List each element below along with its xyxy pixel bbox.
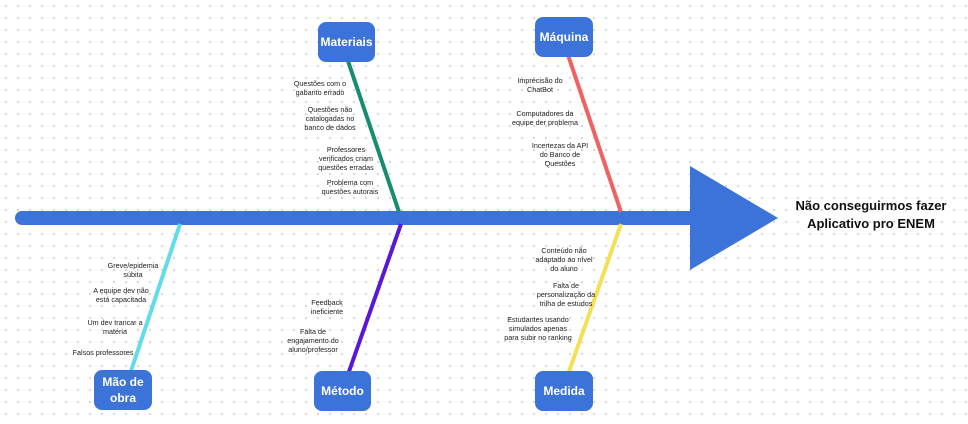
category-box-mao-de-obra[interactable]: Mão de obra <box>94 370 152 410</box>
category-box-metodo[interactable]: Método <box>314 371 371 411</box>
category-box-materiais[interactable]: Materiais <box>318 22 375 62</box>
cause-mao-de-obra-1: Greve/epidemia súbita <box>107 261 159 279</box>
cause-medida-2: Falta de personalização da trilha de est… <box>536 281 596 308</box>
cause-materiais-4: Problema com questões autorais <box>321 178 379 196</box>
bone-materiais <box>345 57 401 213</box>
cause-medida-1: Conteúdo não adaptado ao nível do aluno <box>535 246 593 273</box>
cause-metodo-2: Falta de engajamento do aluno/professor <box>287 327 339 354</box>
cause-mao-de-obra-4: Falsos professores <box>72 348 134 357</box>
effect-label: Não conseguirmos fazer Aplicativo pro EN… <box>795 198 947 231</box>
bone-metodo <box>344 223 403 381</box>
spine-arrowhead <box>690 166 778 270</box>
cause-materiais-3: Professores verificados criam questões e… <box>318 145 374 172</box>
bone-maquina <box>565 51 623 213</box>
cause-maquina-3: Incertezas da API do Banco de Questões <box>531 141 589 168</box>
cause-mao-de-obra-2: A equipe dev não está capacitada <box>93 286 149 304</box>
cause-mao-de-obra-3: Um dev trancar a matéria <box>87 318 143 336</box>
cause-materiais-1: Questões com o gabarito errado <box>293 79 347 97</box>
cause-metodo-1: Feedback ineficiente <box>310 298 344 316</box>
category-box-medida[interactable]: Medida <box>535 371 593 411</box>
bone-mao-de-obra <box>126 223 182 381</box>
cause-medida-3: Estudantes usando simulados apenas para … <box>504 315 572 342</box>
cause-maquina-1: Imprecisão do ChatBot <box>517 76 563 94</box>
bone-medida <box>564 223 623 381</box>
cause-materiais-2: Questões não catalogadas no banco de dad… <box>304 105 356 132</box>
cause-maquina-2: Computadores da equipe der problema <box>512 109 578 127</box>
category-box-maquina[interactable]: Máquina <box>535 17 593 57</box>
